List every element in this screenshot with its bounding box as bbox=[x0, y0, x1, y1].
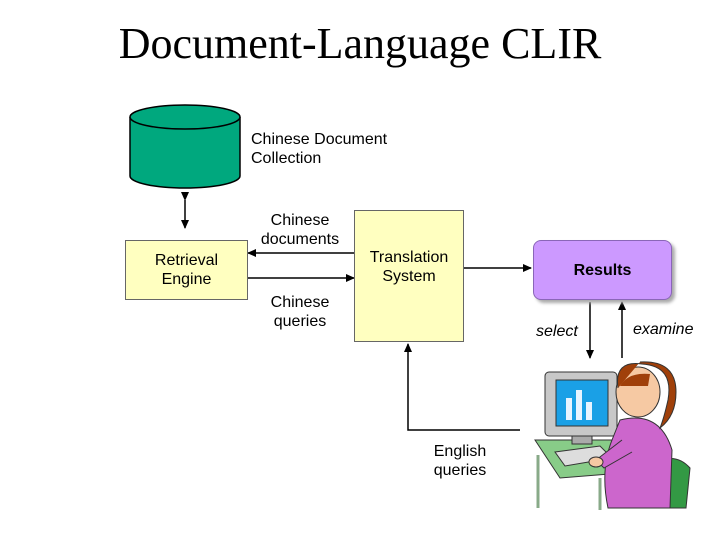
chinese-documents-label: Chinese documents bbox=[252, 211, 348, 249]
database-cylinder bbox=[129, 104, 241, 189]
retrieval-engine-line-2: Engine bbox=[161, 271, 212, 288]
chinese-queries-line-2: queries bbox=[273, 313, 327, 330]
examine-label: examine bbox=[633, 321, 694, 338]
chinese-queries-line-1: Chinese bbox=[270, 294, 330, 311]
translation-system-box: Translation System bbox=[354, 210, 464, 342]
english-queries-label: English queries bbox=[418, 442, 502, 480]
english-queries-arrow bbox=[404, 343, 520, 431]
english-queries-line-2: queries bbox=[433, 462, 487, 479]
english-queries-line-1: English bbox=[433, 443, 487, 460]
select-label: select bbox=[536, 323, 578, 340]
slide-title: Document-Language CLIR bbox=[118, 19, 602, 68]
translation-system-line-1: Translation bbox=[369, 249, 449, 266]
collection-label-line-1: Chinese Document bbox=[251, 131, 388, 148]
results-box: Results bbox=[533, 240, 672, 300]
chinese-documents-line-2: documents bbox=[260, 231, 340, 248]
chinese-documents-line-1: Chinese bbox=[270, 212, 330, 229]
chinese-queries-label: Chinese queries bbox=[252, 293, 348, 331]
translation-system-line-2: System bbox=[382, 268, 436, 285]
retrieval-engine-box: Retrieval Engine bbox=[125, 240, 248, 300]
retrieval-engine-line-1: Retrieval bbox=[154, 252, 219, 269]
collection-label: Chinese Document Collection bbox=[251, 130, 387, 168]
results-label: Results bbox=[573, 261, 632, 279]
user-at-computer-icon bbox=[534, 361, 691, 510]
collection-label-line-2: Collection bbox=[251, 150, 322, 167]
